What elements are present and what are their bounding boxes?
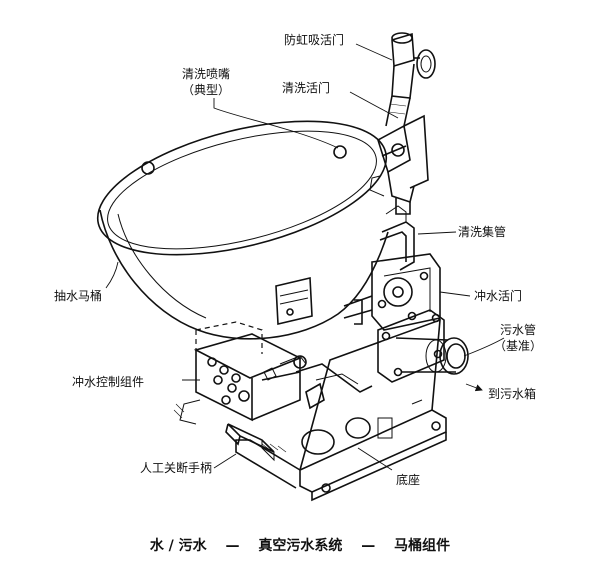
base-frame [235,318,447,502]
label-to-waste-tank: 到污水箱 [488,386,536,401]
manual-shutoff-handle [225,423,275,462]
label-rinse-valve: 清洗活门 [282,80,330,95]
rinse-manifold [379,205,415,271]
leader-lines [105,43,505,471]
label-flush-control-assembly: 冲水控制组件 [72,374,144,389]
label-layer: 防虹吸活门 清洗活门 清洗喷嘴 （典型） 清洗集管 抽水马桶 冲水活门 污水管 … [54,32,542,487]
flush-control-assembly [173,321,373,425]
figure-caption: 水 / 污水 — 真空污水系统 — 马桶组件 [150,537,450,554]
label-rinse-nozzle-note: （典型） [182,83,230,97]
label-anti-siphon-valve: 防虹吸活门 [284,32,344,47]
rinse-valve [369,114,429,215]
label-flush-valve: 冲水活门 [474,288,522,303]
label-manual-shutoff-handle: 人工关断手柄 [140,460,212,475]
label-waste-pipe-note: （基准） [494,339,542,353]
anti-siphon-valve [385,32,436,127]
label-base: 底座 [396,472,420,487]
label-flush-bowl: 抽水马桶 [54,288,102,303]
flush-valve [343,253,441,331]
toilet-bowl [96,120,389,340]
label-waste-pipe: 污水管 [500,322,536,337]
label-rinse-manifold: 清洗集管 [458,224,506,239]
waste-pipe [377,309,469,383]
label-rinse-nozzle: 清洗喷嘴 [182,67,230,81]
